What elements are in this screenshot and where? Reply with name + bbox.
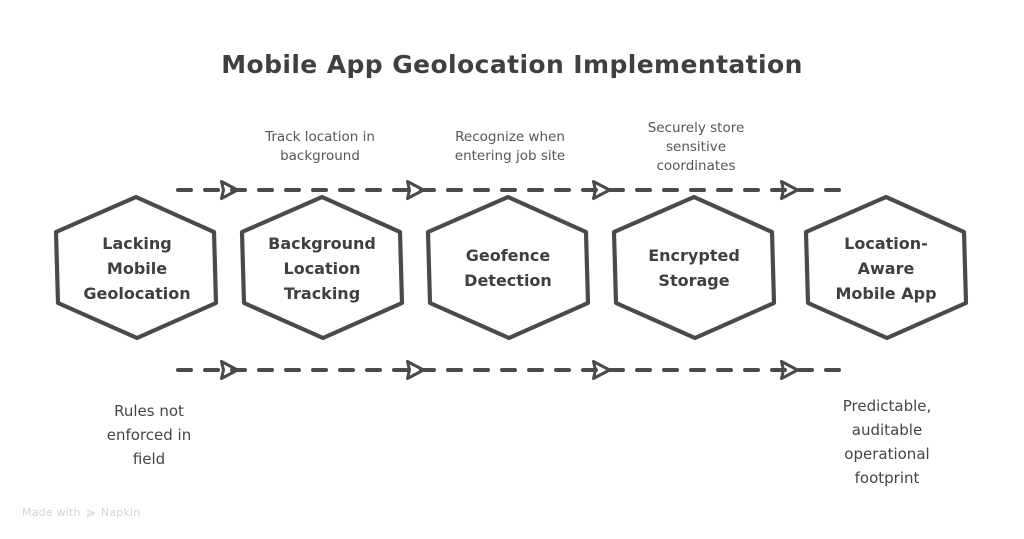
watermark: Made with ≽ Napkin [22,506,140,519]
node-label-lacking-mobile-geolocation: Lacking Mobile Geolocation [83,233,191,303]
node-label-geofence-detection: Geofence Detection [464,246,552,290]
node-label-background-location-tracking: Background Location Tracking [268,233,376,303]
watermark-prefix-label: Made with [22,506,81,519]
hexagon-outline [803,194,969,341]
edge-annotation-securely-store-sensitive-coordinates: Securely store sensitive coordinates [647,120,745,174]
napkin-logo-icon: ≽ [85,505,96,520]
hexagon-node-location-aware-mobile-app[interactable] [803,194,969,341]
edge-annotation-track-location-in-background: Track location in background [265,129,375,164]
top-arrowhead-1 [220,180,239,200]
hexagon-outline [425,194,591,341]
hexagon-node-lacking-mobile-geolocation[interactable] [53,194,219,341]
top-arrowhead-4 [780,180,799,200]
hexagon-node-background-location-tracking[interactable] [239,194,405,341]
watermark-brand-label: Napkin [100,506,141,519]
bottom-arrowhead-1 [220,360,239,380]
hexagon-node-geofence-detection[interactable] [425,194,591,341]
hexagon-outline [53,194,219,341]
edge-annotation-recognize-when-entering-job-site: Recognize when entering job site [454,129,566,164]
top-connector [176,180,846,200]
bottom-arrowhead-3 [592,360,611,380]
node-label-location-aware-mobile-app: Location- Aware Mobile App [835,233,937,303]
bottom-arrowhead-2 [406,360,425,380]
bottom-arrowhead-4 [780,360,799,380]
hexagon-outline [239,194,405,341]
node-label-encrypted-storage: Encrypted Storage [648,246,740,290]
top-arrowhead-2 [406,180,425,200]
top-arrowhead-3 [592,180,611,200]
bottom-connector [176,360,846,380]
hexagon-node-encrypted-storage[interactable] [611,194,777,341]
page-title: Mobile App Geolocation Implementation [221,50,803,79]
bottom-caption-rules-not-enforced-in-field: Rules not enforced in field [106,402,192,468]
hexagon-outline [611,194,777,341]
bottom-caption-predictable-auditable-operational-footprint: Predictable, auditable operational footp… [842,397,932,487]
